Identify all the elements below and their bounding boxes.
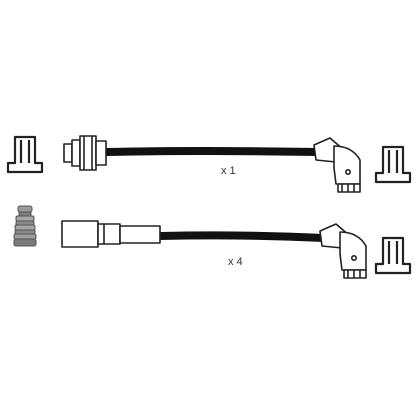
angled-boot-upper [313,137,361,193]
angled-boot-lower [319,223,367,279]
terminal-connector-icon [374,236,412,275]
terminal-connector-icon [6,135,44,174]
ignition-lead-upper: x 1 [63,135,361,193]
spark-plug-icon [13,205,37,247]
cable-lower [159,231,325,242]
terminal-connector-icon [374,145,412,184]
straight-boot-upper [63,135,107,171]
straight-boot-lower [61,220,161,248]
ignition-lead-lower: x 4 [61,220,367,279]
quantity-label-lower: x 4 [228,256,243,268]
cable-upper [103,147,319,156]
quantity-label-upper: x 1 [221,165,236,177]
